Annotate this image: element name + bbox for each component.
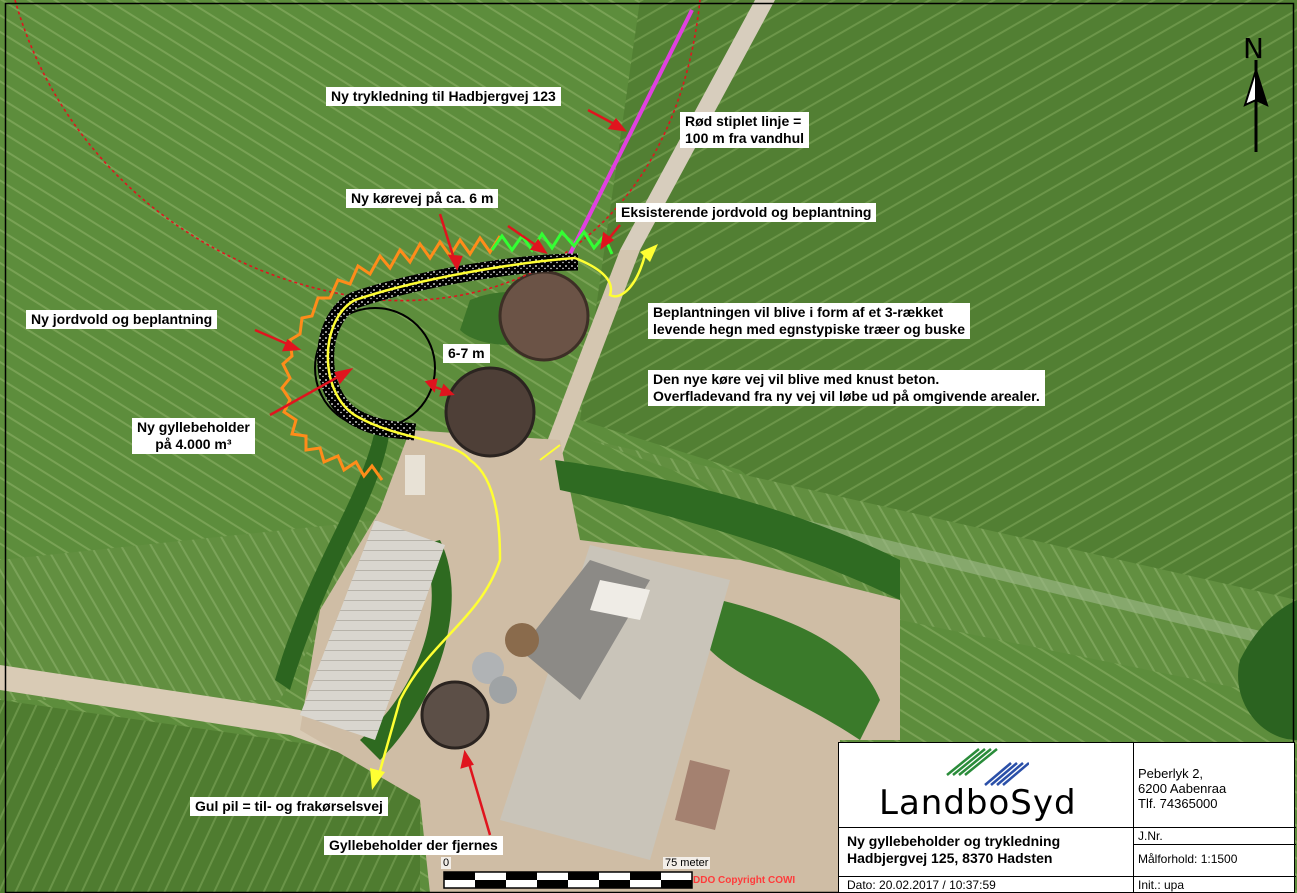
drawing-title-line-1: Ny gyllebeholder og trykledning bbox=[847, 833, 1061, 849]
title-block: LandboSyd Peberlyk 2, 6200 Aabenraa Tlf.… bbox=[838, 742, 1296, 893]
road-west bbox=[0, 665, 440, 785]
road-center bbox=[540, 250, 640, 460]
barn-main bbox=[500, 545, 730, 860]
label-yellow-arrow: Gul pil = til- og frakørselsvej bbox=[190, 797, 388, 816]
silo-1 bbox=[472, 652, 504, 684]
label-new-tank-2: på 4.000 m³ bbox=[155, 436, 232, 452]
landbosyd-logo-icon bbox=[946, 748, 1029, 786]
roof-light bbox=[590, 580, 650, 620]
hedge-east bbox=[555, 460, 900, 600]
label-pressure-main: Ny trykledning til Hadbjergvej 123 bbox=[326, 87, 561, 106]
label-planting-note: Beplantningen vil blive i form af et 3-r… bbox=[648, 303, 970, 339]
label-new-tank-1: Ny gyllebeholder bbox=[137, 419, 250, 435]
annotation-arrows bbox=[254, 108, 627, 836]
scale-end-label: 75 meter bbox=[663, 857, 711, 869]
label-new-berm: Ny jordvold og beplantning bbox=[26, 310, 218, 329]
logo-area: LandboSyd bbox=[839, 743, 1133, 827]
label-distance: 6-7 m bbox=[443, 344, 490, 363]
journal-number: J.Nr. bbox=[1133, 827, 1296, 844]
drawing-initials: Init.: upa bbox=[1133, 876, 1296, 893]
label-new-tank: Ny gyllebeholder på 4.000 m³ bbox=[132, 418, 255, 454]
address-line-1: Peberlyk 2, bbox=[1138, 766, 1204, 781]
existing-tank-north bbox=[498, 270, 590, 362]
label-planting-note-1: Beplantningen vil blive i form af et 3-r… bbox=[653, 304, 944, 320]
label-removed-tank: Gyllebeholder der fjernes bbox=[324, 836, 503, 855]
label-road-note: Den nye køre vej vil blive med knust bet… bbox=[648, 370, 1045, 406]
silo-2 bbox=[489, 676, 517, 704]
existing-berm-zigzag bbox=[490, 229, 614, 255]
shed bbox=[405, 455, 425, 495]
field-northeast bbox=[580, 0, 1297, 700]
copyright-text: DDO Copyright COWI bbox=[693, 875, 796, 886]
field-southwest bbox=[0, 700, 420, 893]
tree-row-east bbox=[1238, 600, 1297, 740]
drawing-title-line-2: Hadbjergvej 125, 8370 Hadsten bbox=[847, 850, 1053, 866]
label-planting-note-2: levende hegn med egnstypiske træer og bu… bbox=[653, 321, 965, 337]
barn-west bbox=[300, 520, 445, 740]
pressure-main-line bbox=[564, 9, 694, 263]
label-existing-berm: Eksisterende jordvold og beplantning bbox=[616, 203, 877, 222]
garden-trees bbox=[710, 600, 880, 740]
house bbox=[675, 760, 730, 830]
label-new-driveway: Ny kørevej på ca. 6 m bbox=[346, 189, 499, 208]
drawing-scale: Målforhold: 1:1500 bbox=[1133, 844, 1296, 876]
yellow-route-arrowhead-south bbox=[370, 768, 385, 790]
new-berm-zigzag bbox=[280, 235, 502, 481]
address-line-2: 6200 Aabenraa bbox=[1138, 781, 1227, 796]
address-phone: Tlf. 74365000 bbox=[1138, 796, 1218, 811]
yellow-route-connector bbox=[539, 444, 561, 461]
label-red-dotted-line: Rød stiplet linje = 100 m fra vandhul bbox=[680, 112, 810, 148]
hedge-west bbox=[275, 430, 390, 690]
address-block: Peberlyk 2, 6200 Aabenraa Tlf. 74365000 bbox=[1133, 743, 1296, 827]
existing-tank-middle bbox=[444, 366, 536, 458]
drawing-title: Ny gyllebeholder og trykledning Hadbjerg… bbox=[839, 827, 1133, 876]
field-east-strip bbox=[590, 440, 1297, 700]
water-hole-buffer-line bbox=[14, 0, 701, 302]
label-red-dotted-line-2: 100 m fra vandhul bbox=[685, 130, 805, 146]
yellow-route-east bbox=[574, 254, 647, 298]
drawing-date: Dato: 20.02.2017 / 10:37:59 bbox=[839, 876, 1133, 893]
north-arrow-icon bbox=[1243, 60, 1269, 152]
small-tank bbox=[505, 623, 539, 657]
north-label: N bbox=[1243, 32, 1264, 65]
tank-to-remove bbox=[420, 680, 490, 750]
label-road-note-1: Den nye køre vej vil blive med knust bet… bbox=[653, 371, 940, 387]
label-red-dotted-line-1: Rød stiplet linje = bbox=[685, 113, 802, 129]
scale-zero-label: 0 bbox=[441, 857, 452, 869]
logo-text: LandboSyd bbox=[879, 783, 1077, 823]
label-road-note-2: Overfladevand fra ny vej vil løbe ud på … bbox=[653, 388, 1040, 404]
scale-bar bbox=[443, 871, 693, 889]
yellow-route-arrowhead-east bbox=[640, 244, 658, 262]
yellow-route-line bbox=[326, 256, 576, 779]
